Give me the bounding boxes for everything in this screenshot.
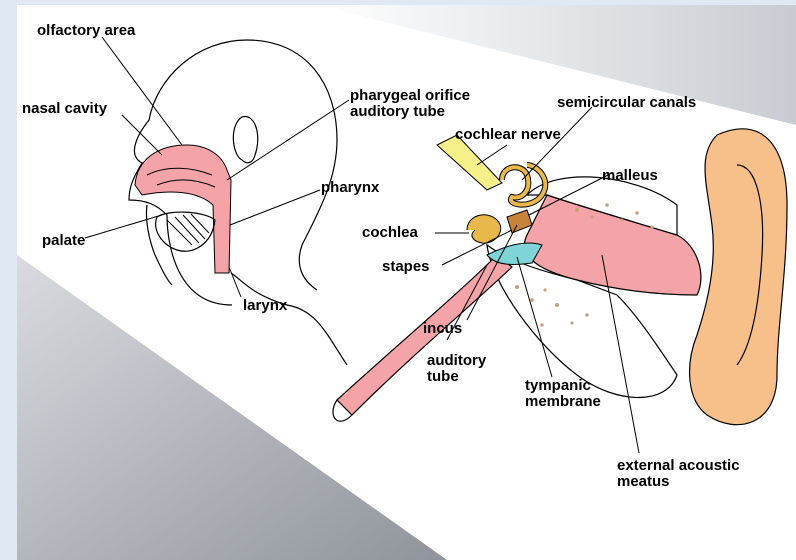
label-external-meatus-1: external acoustic: [617, 457, 740, 474]
label-stapes: stapes: [382, 258, 430, 275]
label-semicircular-canals: semicircular canals: [557, 94, 696, 111]
label-pharyngeal-orifice-2: auditory tube: [350, 103, 445, 120]
label-pharynx: pharynx: [321, 179, 380, 196]
ear-outline-head: [233, 117, 257, 163]
head-illustration: [129, 40, 347, 365]
cochlear-nerve: [437, 135, 502, 190]
ear-anatomy-diagram: olfactory area nasal cavity palate phary…: [17, 5, 796, 560]
ossicles: [507, 210, 532, 233]
label-nasal-cavity: nasal cavity: [22, 100, 108, 117]
label-tympanic-2: membrane: [525, 393, 601, 410]
cochlea-shape: [467, 215, 501, 243]
label-larynx: larynx: [243, 297, 288, 314]
label-auditory-tube-1: auditory: [427, 352, 487, 369]
neck-to-tube-line: [231, 273, 347, 365]
diagram-panel: olfactory area nasal cavity palate phary…: [17, 5, 796, 560]
label-cochlear-nerve: cochlear nerve: [455, 126, 561, 143]
background-band-lower: [17, 255, 447, 560]
outer-ear-pinna: [690, 129, 787, 425]
label-palate: palate: [42, 232, 85, 249]
label-olfactory-area: olfactory area: [37, 22, 136, 39]
label-incus: incus: [423, 320, 462, 337]
label-external-meatus-2: meatus: [617, 473, 670, 490]
nasal-cavity-region: [135, 145, 231, 273]
label-auditory-tube-2: tube: [427, 368, 459, 385]
tongue-muscle-lines: [167, 214, 209, 245]
label-cochlea: cochlea: [362, 224, 419, 241]
label-tympanic-1: tympanic: [525, 377, 591, 394]
label-malleus: malleus: [602, 167, 658, 184]
label-pharyngeal-orifice-1: pharygeal orifice: [350, 87, 470, 104]
